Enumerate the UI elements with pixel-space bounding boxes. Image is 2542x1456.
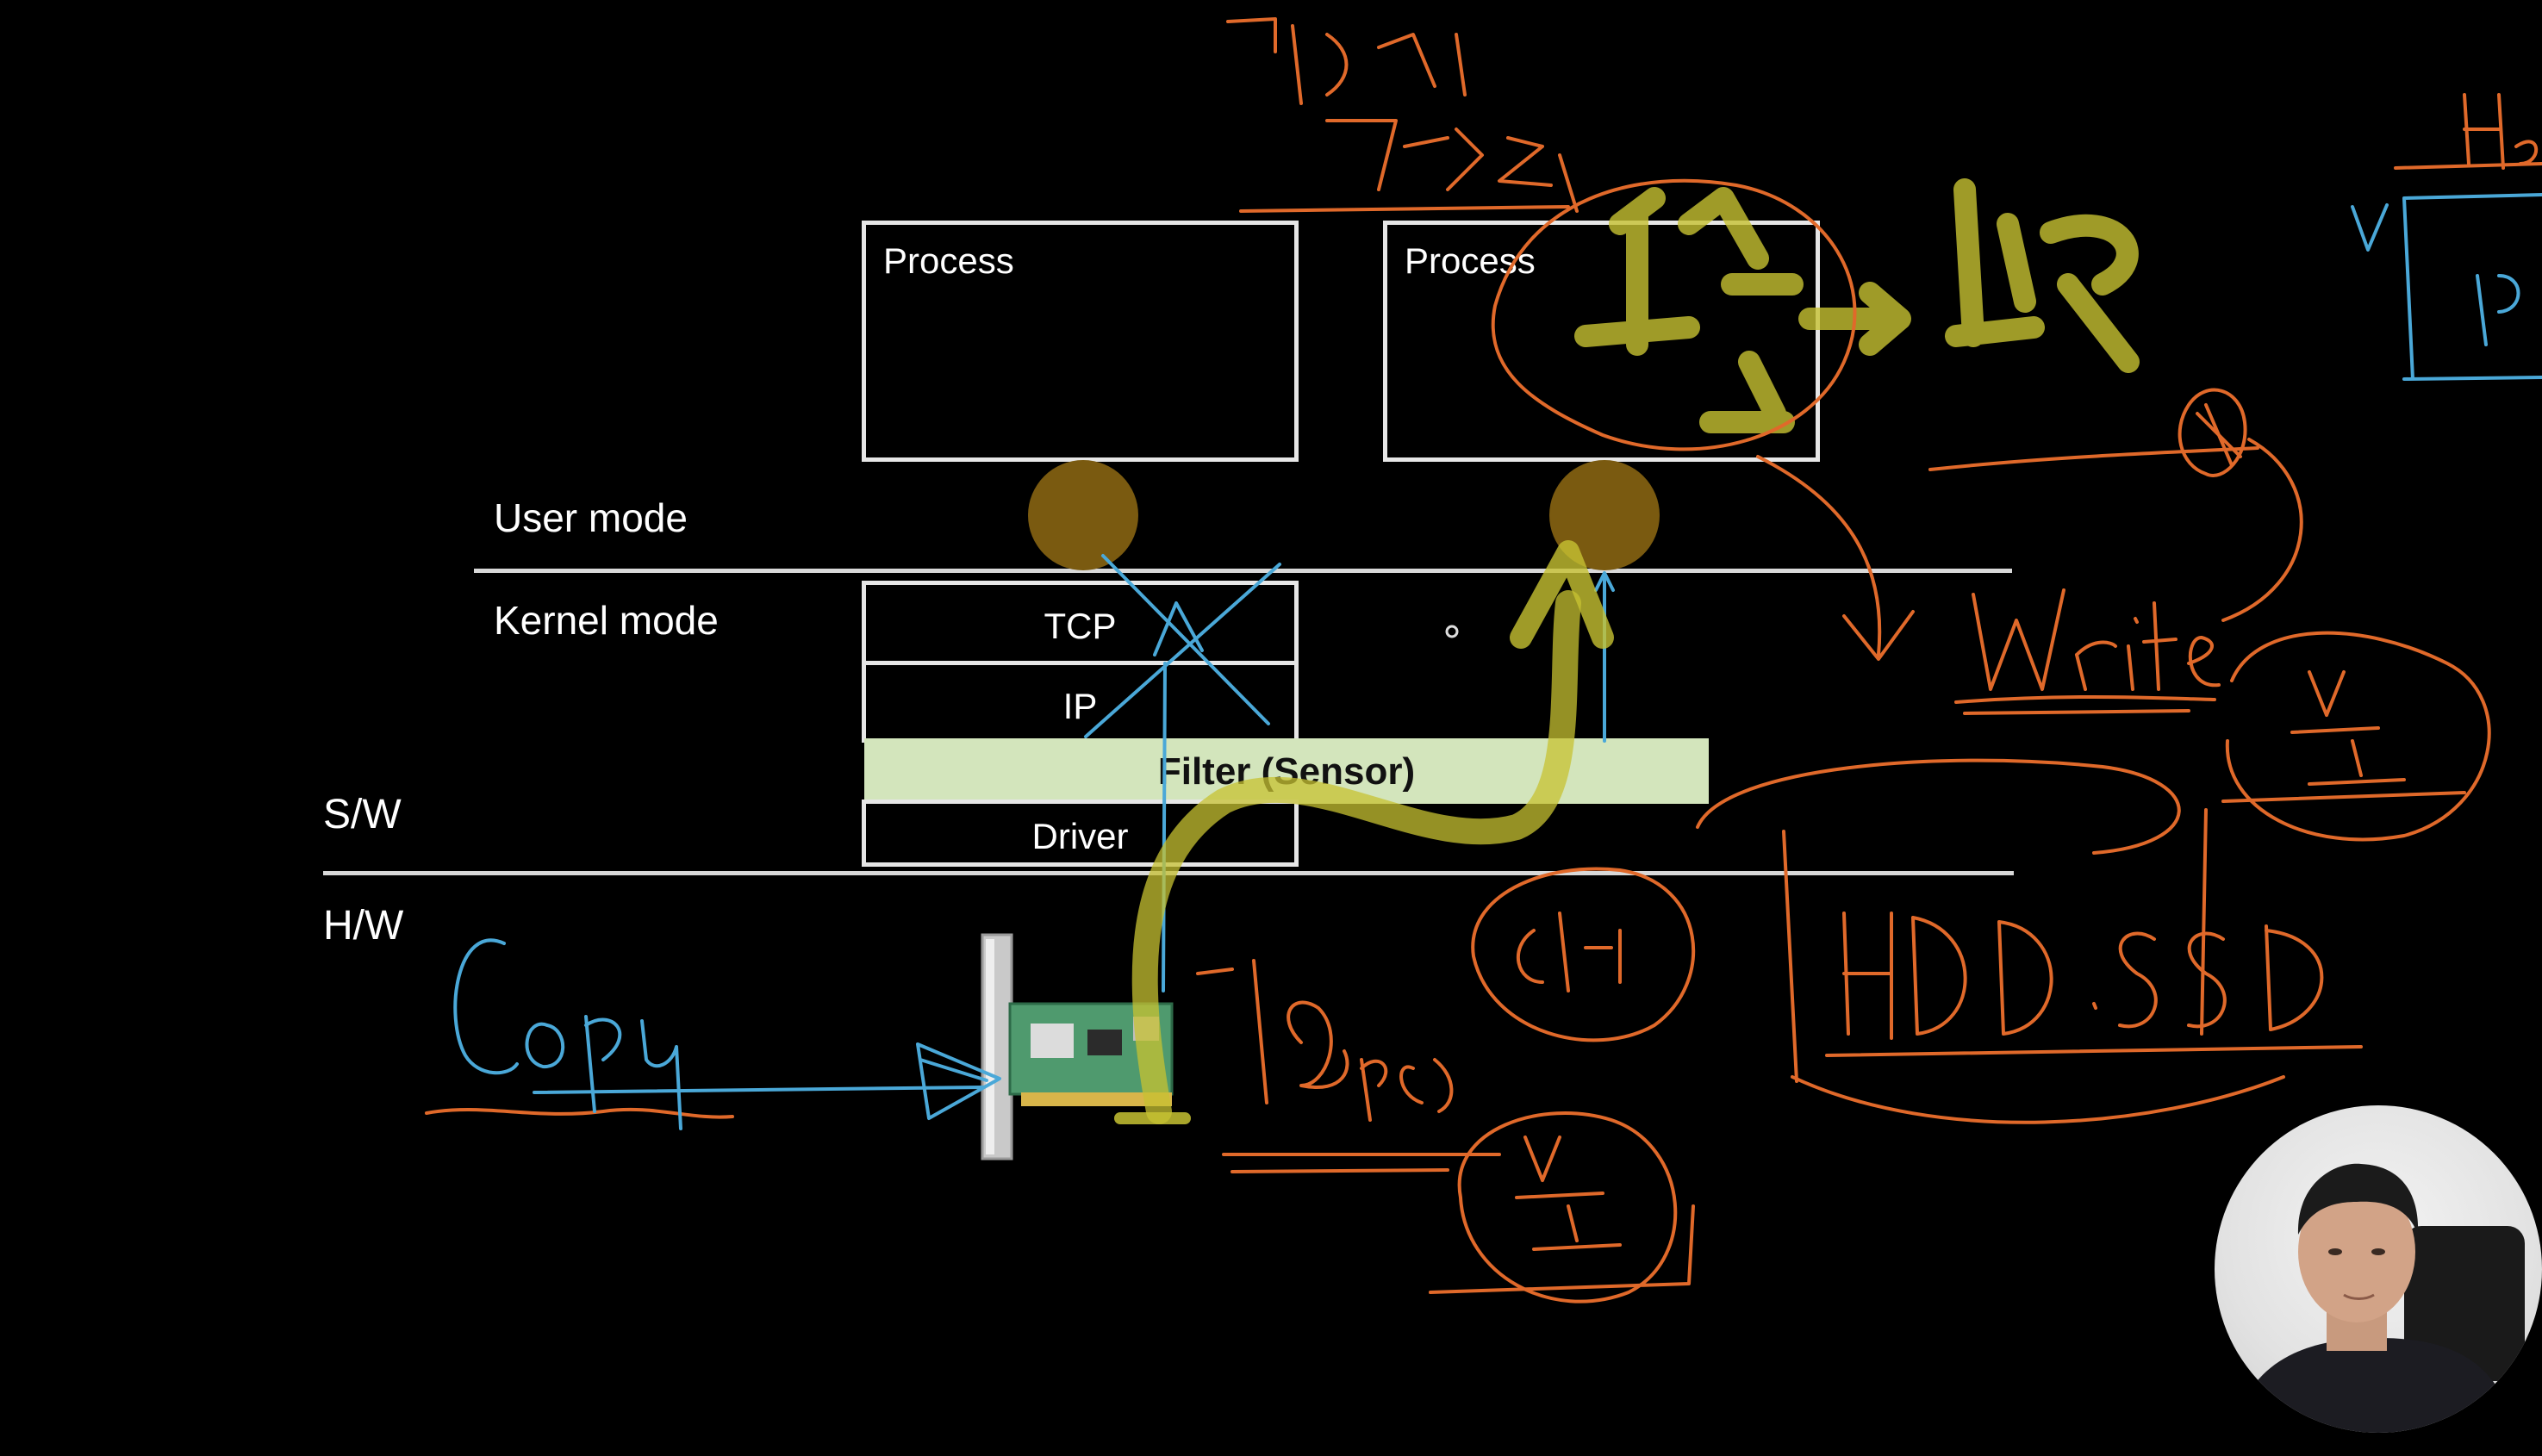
network-card-icon — [981, 933, 1174, 1160]
sw-label: S/W — [323, 792, 402, 837]
ip-glyph — [2476, 274, 2520, 346]
blue-up-arrow — [1594, 571, 1615, 743]
disk-left — [1782, 830, 1798, 1083]
chair-icon — [2404, 1226, 2525, 1381]
korean-speed-left — [1517, 912, 1622, 992]
driver-cell: Driver — [862, 800, 1299, 867]
presenter-webcam — [2215, 1105, 2542, 1433]
ip-cell: IP — [862, 661, 1299, 743]
process-box-left: Process — [862, 221, 1299, 462]
analysis-underline — [1928, 446, 2259, 471]
process-label-right: Process — [1405, 240, 1536, 281]
flow-arrowhead — [1510, 540, 1614, 649]
presenter-face — [2298, 1181, 2415, 1322]
presenter-hair — [2297, 1163, 2419, 1235]
ip-label: IP — [1062, 686, 1098, 726]
write-underline — [1954, 694, 2216, 715]
sw-hw-divider — [323, 871, 2014, 875]
speed-right-underline — [2221, 791, 2466, 803]
tcp-cell: TCP — [862, 581, 1299, 665]
header-word-top-right — [2463, 93, 2539, 170]
speed-circle-left — [1471, 867, 1696, 1042]
socket-dot-right — [1549, 460, 1660, 570]
speed-circle-bottom — [1457, 1111, 1678, 1304]
copy-arrowhead — [916, 1042, 1001, 1120]
korean-speed-bottom — [1515, 1136, 1622, 1251]
disk-right — [2200, 808, 2208, 1036]
red-scribble — [2178, 388, 2247, 477]
process-box-right: Process — [1383, 221, 1820, 462]
presenter-shirt — [2232, 1338, 2516, 1433]
disk-top — [1696, 758, 2181, 855]
orange-ink — [425, 17, 2542, 1304]
tcp-label: TCP — [1044, 606, 1117, 646]
hw-label: H/W — [323, 903, 404, 949]
korean-speed-right — [2290, 670, 2406, 786]
v-stroke — [2351, 203, 2389, 252]
small-top-right-line — [2394, 162, 2542, 170]
speed-underline — [1222, 1153, 1501, 1173]
filter-label: Filter (Sensor) — [1157, 750, 1416, 793]
copy-underline — [425, 1107, 734, 1119]
process-label-left: Process — [883, 240, 1014, 281]
hdd-ssd-text — [1842, 912, 2324, 1040]
hdd-underline — [1825, 1045, 2363, 1057]
socket-dot-left — [1028, 460, 1138, 570]
flow-curve-to-write — [1756, 455, 1915, 661]
korean-analysis — [1945, 178, 2140, 373]
disk-bottom — [1791, 1075, 2285, 1124]
pointer-dot — [1445, 625, 1459, 638]
driver-label: Driver — [1031, 816, 1129, 856]
korean-top-note — [1226, 17, 1579, 213]
ip-box-right-strokes — [2402, 193, 2542, 381]
write-word — [1972, 588, 2221, 691]
user-kernel-divider — [474, 569, 2012, 573]
user-mode-label: User mode — [494, 495, 688, 540]
filter-sensor-bar: Filter (Sensor) — [864, 738, 1709, 804]
speed-circle-right — [2225, 631, 2491, 842]
korean-arrow — [1798, 282, 1911, 356]
speed-1gbps — [1196, 959, 1454, 1122]
kernel-mode-label: Kernel mode — [494, 598, 719, 643]
copy-handwriting — [453, 938, 682, 1130]
loop-to-write — [2221, 438, 2303, 622]
bottom-bracket — [1429, 1204, 1695, 1294]
copy-arrow-line — [533, 1086, 984, 1094]
